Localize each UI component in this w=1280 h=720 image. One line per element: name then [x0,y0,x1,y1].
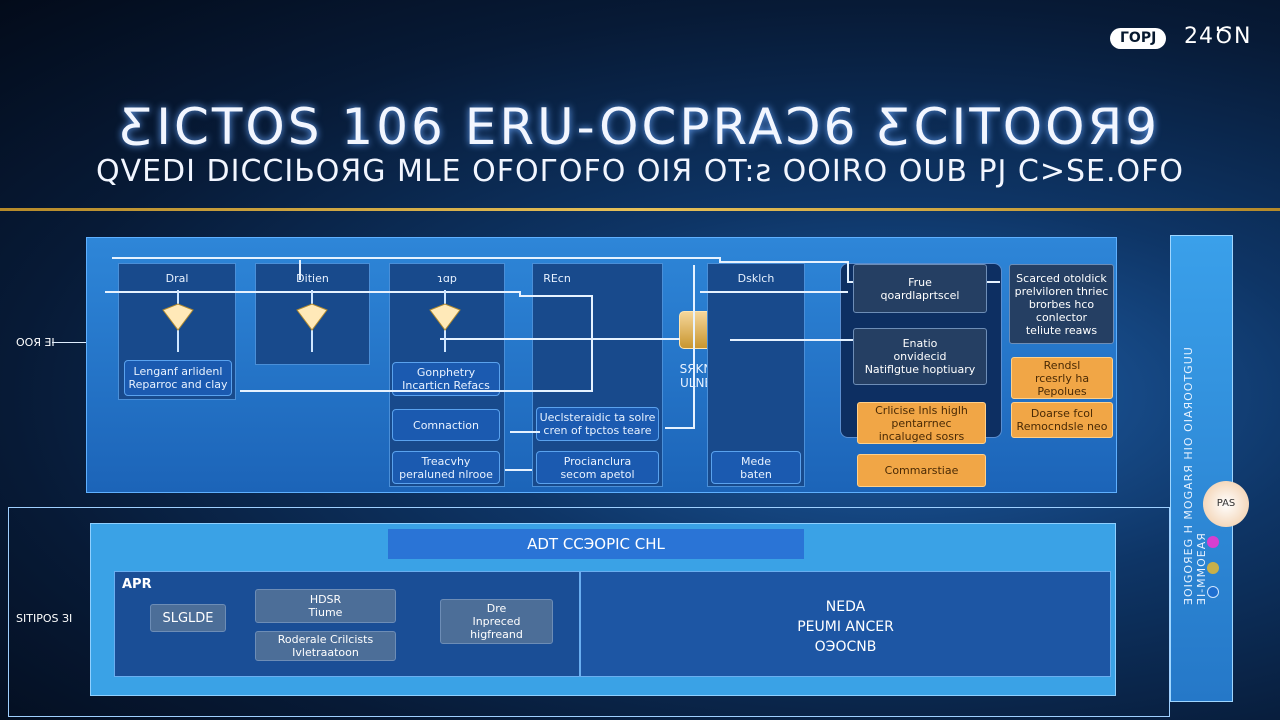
column-5 [707,263,805,487]
blue-dot-icon[interactable] [1207,586,1219,598]
purple-dot-icon[interactable] [1207,536,1219,548]
right-box-1[interactable]: Scarced otoldick prelviloren thriec bror… [1009,264,1114,344]
column-5-head: Dsklch [737,272,775,285]
bottom-box-3[interactable]: Dre Inpreced higfreand [440,599,553,644]
yellow-dot-icon[interactable] [1207,562,1219,574]
bottom-left-label: SITIPOS ЗI [16,612,73,625]
bottom-box-1[interactable]: HDSR Tiume [255,589,396,623]
right-box-3[interactable]: Doarse fcol Remocndsle neo [1011,402,1113,438]
gold-divider [0,208,1280,211]
group-box-2[interactable]: Enatio onvidecid Natiflgtue hoptiuary [853,328,987,385]
connector-line [52,342,92,343]
side-circle[interactable]: PAS [1203,481,1249,527]
column-4-card-1[interactable]: Ueclsteraidic ta solre cren of tpctos te… [536,407,659,441]
chip-label: SЯKN ULNE [679,362,713,390]
column-5-card[interactable]: Mede baten [711,451,801,484]
page-title: ƸICTOS 106 ERU-OCPRAϽ6 ƸCITOOЯ9 [119,98,1161,156]
header-number: 24ԾN [1184,24,1252,49]
side-panel [1170,235,1233,702]
top-left-label: OOЯ ƎI [16,336,55,349]
bottom-right-area [580,571,1111,677]
column-4-card-2[interactable]: Procianclura secom apetol [536,451,659,484]
column-4 [532,263,663,487]
apr-label: APR [122,577,152,592]
column-1-card[interactable]: Lenganf arlidenl Reparroc and clay [124,360,232,396]
page-subtitle: QVEDI DICCIЬOЯG MLE OFOГOFO OIЯ OT:ƨ OOI… [95,154,1185,189]
column-3-card-2[interactable]: Comnaction [392,409,500,441]
sl-box[interactable]: SLGLDE [150,604,226,632]
column-3-head: ɿɑp [437,272,457,285]
group-box-1[interactable]: Frue qoardlaprtscel [853,264,987,313]
side-vertical-text: ƎOIGOЯEG H MOGARЯ HIO OIAЯOOTGUU ƎI-MMOE… [1182,346,1208,605]
bottom-right-text: NEDA PEUMI ANCER OЭOCNB [797,599,894,655]
bottom-frame [8,507,1170,717]
group-box-4[interactable]: Commarstiae [857,454,986,487]
bottom-panel-header: ADT CCЭOPIC CHL [388,529,804,559]
column-4-head: REcn [543,272,571,285]
column-3-card-3[interactable]: Treacvhy peraluned nlrooe [392,451,500,484]
group-box-3[interactable]: Crlicise lnls higlh pentarrnec incaluged… [857,402,986,444]
column-2-head: Ditien [296,272,329,285]
right-box-2[interactable]: Rendsl rcesrly ha Pepolues [1011,357,1113,399]
bottom-box-2[interactable]: Roderale Crilcists Ivletraatoon [255,631,396,661]
header-badge: ГОРЈ [1110,28,1167,49]
column-1-head: Dral [165,272,189,285]
